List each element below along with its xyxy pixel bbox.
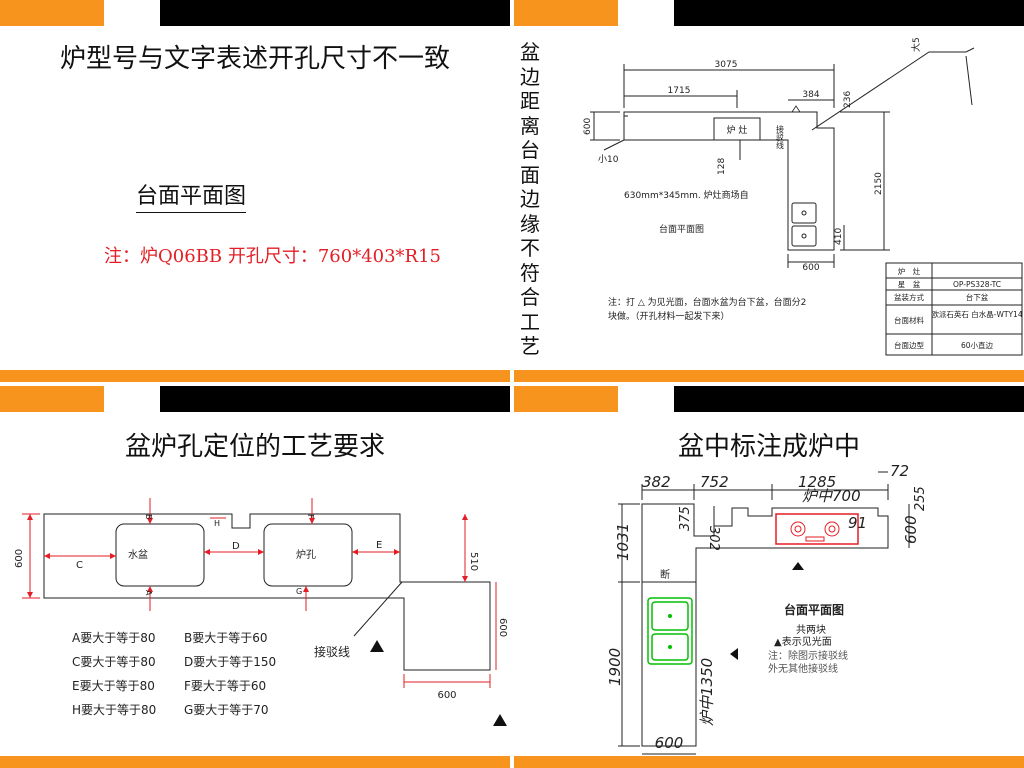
dim-2150: 2150 xyxy=(874,172,884,195)
slide-3: 盆炉孔定位的工艺要求 xyxy=(0,386,510,768)
dim-600-bottom: 600 xyxy=(437,690,456,701)
dim-600-left: 600 xyxy=(14,549,25,568)
rule-e: E要大于等于80 xyxy=(72,679,155,693)
slide-1-subtitle: 台面平面图 xyxy=(136,178,247,213)
dim-small-10: 小10 xyxy=(598,154,619,165)
stove-label: 炉 灶 xyxy=(727,124,748,136)
letter-a: A xyxy=(144,590,153,596)
slide-1-bottom-bar xyxy=(0,370,510,382)
table-val-2: OP-PS328-TC xyxy=(953,280,1001,289)
dim-1715: 1715 xyxy=(668,86,691,96)
note-line-1: 注：打 △ 为见光面，台面水盆为台下盆，台面分2 xyxy=(608,296,806,308)
slide-4-plan-drawing: 382 752 1285 72 炉中700 255 1031 375 302 9… xyxy=(606,462,928,755)
dim-600-bottom: 600 xyxy=(655,734,684,752)
slide-1-title: 炉型号与文字表述开孔尺寸不一致 xyxy=(59,44,450,74)
dim-1285: 1285 xyxy=(798,473,836,491)
letter-e: E xyxy=(376,540,382,551)
rule-a: A要大于等于80 xyxy=(72,631,155,645)
dim-302: 302 xyxy=(706,526,721,551)
table-key-5: 台面边型 xyxy=(894,340,924,350)
slide-3-title: 盆炉孔定位的工艺要求 xyxy=(124,432,385,462)
table-key-3: 盆装方式 xyxy=(894,292,924,302)
note-line-2: 块做。（开孔材料一起发下来） xyxy=(608,310,730,322)
dim-1031: 1031 xyxy=(614,523,632,561)
slide-1-note: 注：炉Q06BB 开孔尺寸：760*403*R15 xyxy=(104,246,442,267)
size-note: 630mm*345mm. 炉灶商场自 xyxy=(624,189,749,201)
letter-f: F xyxy=(306,514,315,519)
dim-3075: 3075 xyxy=(715,60,738,70)
letter-g: G xyxy=(296,587,302,596)
break-label: 断 xyxy=(660,568,670,581)
note-line-2: 外无其他接驳线 xyxy=(768,662,838,675)
rule-b: B要大于等于60 xyxy=(184,631,268,645)
dim-600-left: 600 xyxy=(583,118,593,135)
letter-h: H xyxy=(214,519,220,528)
letter-b: B xyxy=(144,514,153,520)
slide-3-plan-drawing: 水盆 炉孔 C D E B F A G H 600 510 600 600 接驳… xyxy=(14,498,508,726)
slide-4-top-bar xyxy=(514,386,1024,412)
slide-2-bottom-bar xyxy=(514,370,1024,382)
note-line-1: 注：除图示接驳线 xyxy=(768,649,848,662)
dim-stove-1350: 炉中1350 xyxy=(698,658,716,726)
dim-600-right: 600 xyxy=(497,618,508,637)
sink-label: 水盆 xyxy=(128,548,148,561)
slide-1-top-bar xyxy=(0,0,510,26)
letter-d: D xyxy=(232,541,240,552)
table-key-1: 炉 灶 xyxy=(898,266,921,276)
sink-outline xyxy=(647,597,693,665)
dim-375: 375 xyxy=(678,506,693,531)
table-key-4: 台面材料 xyxy=(894,315,924,325)
slide-3-top-bar xyxy=(0,386,510,412)
dim-stove-700: 炉中700 xyxy=(802,487,861,505)
dim-752: 752 xyxy=(700,473,729,491)
dim-382: 382 xyxy=(642,473,671,491)
visible-face-label: ▲表示见光面 xyxy=(774,635,832,648)
stove-hole-label: 炉孔 xyxy=(296,549,316,561)
table-key-2: 星 盆 xyxy=(898,279,921,289)
dim-1900: 1900 xyxy=(606,648,624,686)
plan-label: 台面平面图 xyxy=(784,602,844,617)
dim-236: 236 xyxy=(843,91,853,108)
dim-600-bottom: 600 xyxy=(802,263,819,273)
dim-384: 384 xyxy=(802,90,819,100)
dim-600-right: 600 xyxy=(902,515,920,544)
slide-2-vertical-title: 盆边距离台面边缘不符合工艺 xyxy=(520,40,540,358)
seam-label: 接驳线 xyxy=(314,644,350,659)
rule-f: F要大于等于60 xyxy=(184,679,266,693)
slide-2-top-bar xyxy=(514,0,1024,26)
pieces-label: 共两块 xyxy=(796,624,826,636)
table-val-3: 台下盆 xyxy=(966,292,989,302)
dim-top-5: 大5 xyxy=(910,37,922,52)
dim-72: 72 xyxy=(890,462,909,480)
stove-outline xyxy=(775,513,859,545)
slide-4-bottom-bar xyxy=(514,756,1024,768)
letter-c: C xyxy=(76,560,83,571)
dim-510: 510 xyxy=(468,552,479,571)
table-val-5: 60小直边 xyxy=(961,340,994,350)
slide-4-title: 盆中标注成炉中 xyxy=(677,432,860,462)
rule-g: G要大于等于70 xyxy=(184,703,269,717)
dim-91: 91 xyxy=(848,514,867,532)
slide-1: 炉型号与文字表述开孔尺寸不一致 台面平面图 注：炉Q06BB 开孔尺寸：760*… xyxy=(0,0,510,382)
table-val-4: 欧派石英石 白水晶-WTY14 xyxy=(931,309,1022,319)
rule-h: H要大于等于80 xyxy=(72,703,156,717)
seam-label: 接驳线 xyxy=(776,124,785,149)
dim-255: 255 xyxy=(913,486,928,511)
rule-c: C要大于等于80 xyxy=(72,655,156,669)
dim-410: 410 xyxy=(834,228,844,245)
rule-d: D要大于等于150 xyxy=(184,655,276,669)
slide-4: 盆中标注成炉中 xyxy=(514,386,1024,768)
slide-3-bottom-bar xyxy=(0,756,510,768)
slide-2-plan-drawing: 3075 1715 384 236 600 小10 128 2150 410 6… xyxy=(583,37,1023,356)
dim-128: 128 xyxy=(717,158,727,175)
plan-label: 台面平面图 xyxy=(659,223,704,235)
slide-2: 盆边距离台面边缘不符合工艺 xyxy=(514,0,1024,382)
